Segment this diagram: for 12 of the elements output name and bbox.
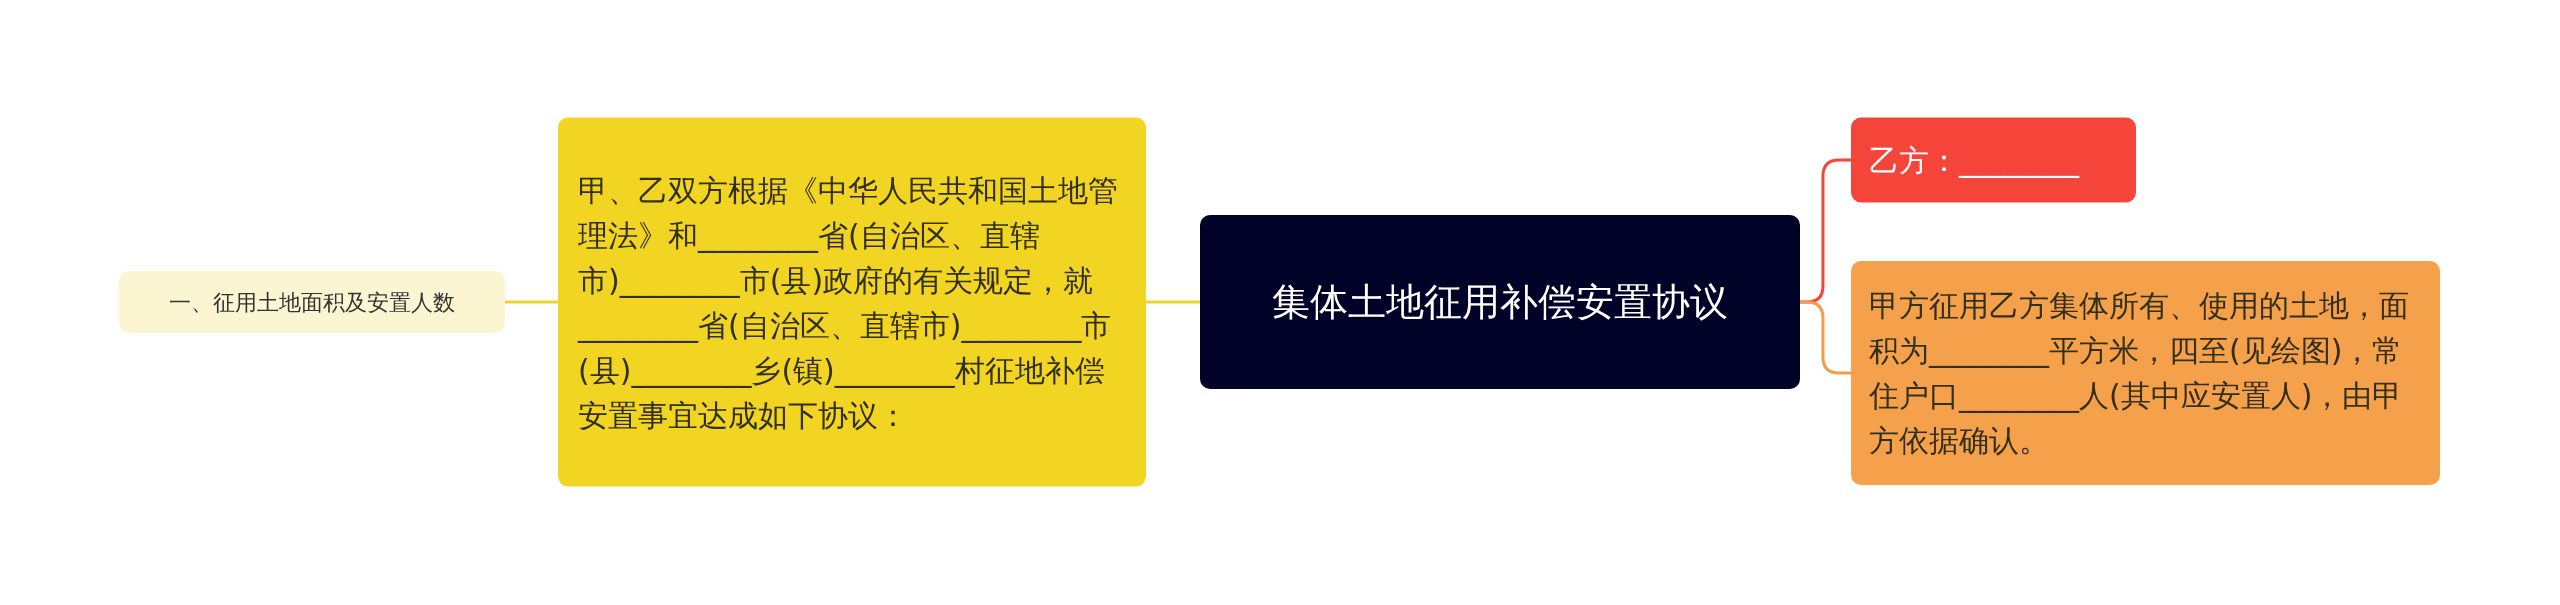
subtopic-box — [1851, 117, 2136, 203]
connector-line — [1146, 300, 1200, 304]
topic-box — [1200, 215, 1800, 389]
node-text: 甲、乙双方根据《中华人民共和国土地管理法》和________省(自治区、直辖市)________市(县)政府的有关规定，就________省(自治区、直辖市)________市(县)________乡(镇)________村征地补偿安置事宜达成如下协议： — [578, 171, 1119, 434]
subtopic-box — [558, 117, 1146, 487]
connector-line — [505, 300, 558, 304]
node-text: 甲方征用乙方集体所有、使用的土地，面积为________平方米，四至(见绘图)，常住户口________人(其中应安置人)，由甲方依据确认。 — [1869, 287, 2410, 460]
node-text: 集体土地征用补偿安置协议 — [1271, 278, 1729, 326]
subtopic-box — [1851, 261, 2440, 485]
node-text: 乙方：________ — [1869, 141, 2081, 180]
branch-box — [119, 271, 505, 333]
node-text: 一、征用土地面积及安置人数 — [168, 288, 456, 317]
